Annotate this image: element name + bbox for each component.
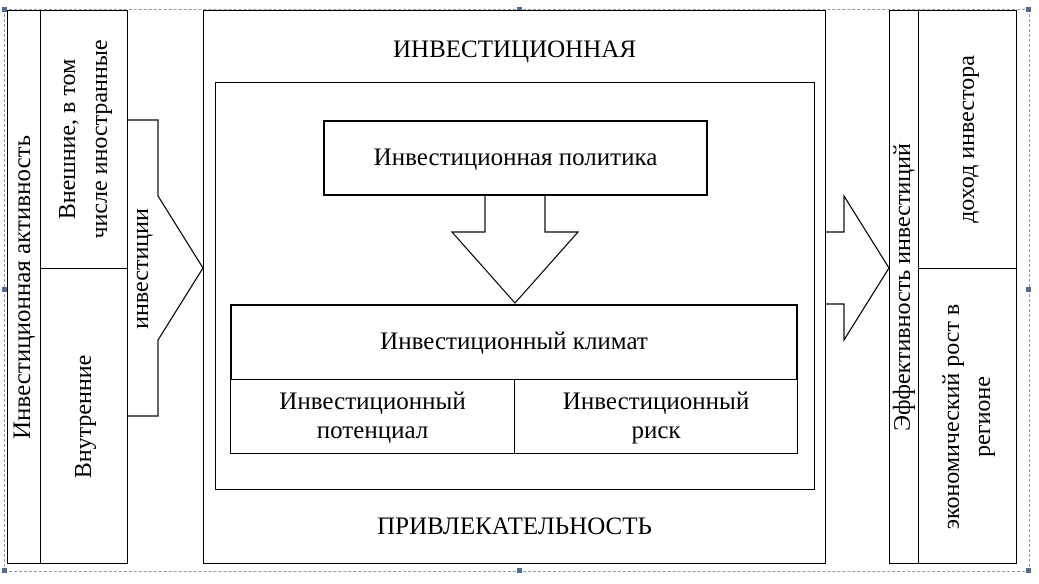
right-arrow: [826, 193, 890, 343]
resize-handle-top-left[interactable]: [2, 7, 7, 12]
attractiveness-bottom-title: ПРИВЛЕКАТЕЛЬНОСТЬ: [377, 512, 652, 540]
resize-handle-top-center[interactable]: [517, 7, 522, 12]
investment-climate-box: Инвестиционный климат: [230, 304, 798, 381]
resize-handle-top-right[interactable]: [1026, 7, 1031, 12]
resize-handle-bottom-right[interactable]: [1026, 568, 1031, 573]
external-internal-divider: [40, 268, 128, 269]
investment-activity-box: [7, 10, 128, 564]
left-arrow: [128, 119, 204, 417]
down-arrow: [450, 196, 580, 304]
climate-components-divider: [514, 379, 515, 454]
resize-handle-middle-right[interactable]: [1026, 287, 1031, 292]
attractiveness-top-title: ИНВЕСТИЦИОННАЯ: [392, 35, 637, 63]
income-growth-divider: [918, 268, 1017, 269]
resize-handle-bottom-center[interactable]: [517, 568, 522, 573]
results-divider: [918, 10, 919, 564]
resize-handle-middle-left[interactable]: [2, 287, 7, 292]
resize-handle-bottom-left[interactable]: [2, 568, 7, 573]
investment-policy-box: Инвестиционная политика: [323, 120, 708, 196]
investment-risk-label: Инвестиционный риск: [562, 388, 750, 444]
results-box: [889, 10, 1017, 564]
investment-potential-label: Инвестиционный потенциал: [279, 388, 466, 444]
activity-divider: [40, 10, 41, 564]
